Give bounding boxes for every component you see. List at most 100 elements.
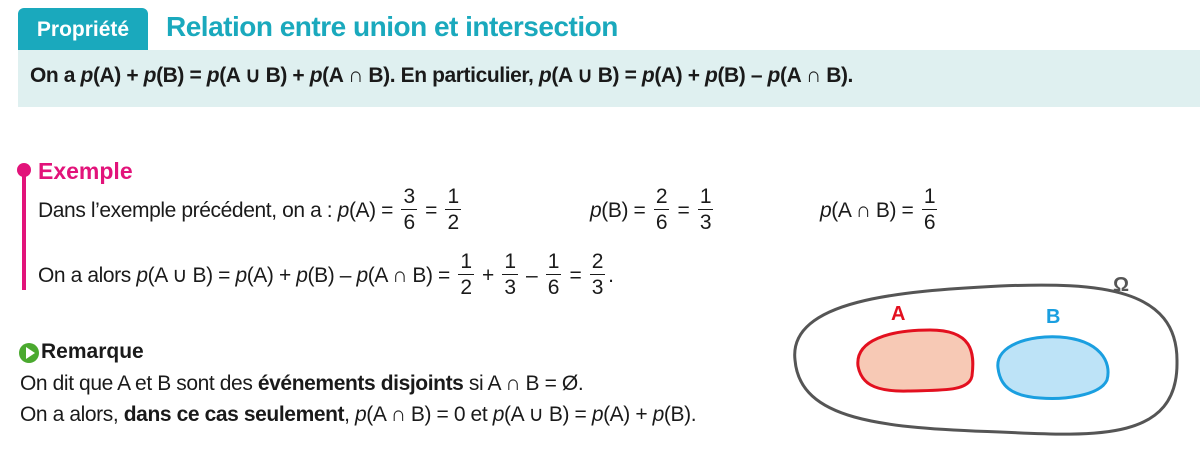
math-variable: p: [80, 63, 94, 87]
text-segment: Dans l’exemple précédent, on a :: [38, 198, 338, 222]
denominator: 2: [460, 276, 472, 299]
text-segment: (A ∩ B) = 0 et: [366, 403, 493, 426]
set-b-shape: [996, 335, 1110, 400]
text-segment: On a alors: [38, 263, 137, 287]
numerator: 1: [697, 185, 714, 210]
numerator: 2: [653, 185, 670, 210]
text-segment: (B) –: [307, 263, 357, 287]
math-variable: p: [309, 63, 323, 87]
text-segment: –: [520, 263, 543, 287]
text-segment: (A) +: [92, 63, 144, 87]
set-b-label: B: [1046, 306, 1060, 328]
text-segment: (B) –: [717, 63, 768, 87]
bold-term: dans ce cas seulement: [123, 403, 345, 426]
remark-line-2: On a alors, dans ce cas seulement, p(A ∩…: [20, 402, 697, 427]
property-statement: On a p(A) + p(B) = p(A ∪ B) + p(A ∩ B). …: [30, 63, 853, 88]
math-variable: p: [820, 198, 832, 222]
denominator: 3: [591, 276, 604, 299]
text-segment: (A ∩ B) =: [367, 263, 456, 287]
example-dot: [17, 163, 31, 177]
denominator: 3: [504, 276, 516, 299]
denominator: 6: [403, 211, 415, 234]
math-variable: p: [235, 263, 247, 287]
text-segment: (B) =: [156, 63, 207, 87]
text-segment: (B).: [663, 403, 697, 426]
numerator: 1: [458, 250, 474, 275]
text-segment: +: [476, 263, 500, 287]
text-segment: =: [419, 198, 443, 222]
math-variable: p: [641, 63, 655, 87]
denominator: 3: [699, 211, 712, 234]
text-segment: On a alors,: [20, 403, 124, 426]
text-segment: ,: [344, 403, 356, 426]
example-bar: [22, 170, 26, 290]
remark-line-1: On dit que A et B sont des événements di…: [20, 372, 584, 396]
numerator: 1: [502, 250, 518, 275]
remark-title: Remarque: [41, 340, 144, 363]
text-segment: (A) +: [246, 263, 297, 287]
text-segment: (A) +: [603, 403, 653, 426]
denominator: 6: [547, 276, 560, 299]
universe-outline: [793, 283, 1179, 436]
text-segment: On dit que A et B sont des: [20, 372, 258, 395]
math-variable: p: [337, 198, 350, 222]
property-tag: Propriété: [18, 8, 148, 50]
text-segment: (A ∪ B) +: [219, 64, 310, 87]
property-title: Relation entre union et intersection: [166, 11, 618, 42]
math-variable: p: [206, 63, 220, 87]
math-variable: p: [767, 63, 781, 87]
denominator: 6: [655, 211, 668, 234]
math-variable: p: [591, 403, 604, 426]
bold-term: événements disjoints: [257, 372, 464, 395]
math-variable: p: [355, 403, 367, 426]
numerator: 1: [921, 185, 938, 210]
example-line-1a: Dans l’exemple précédent, on a : p(A) = …: [38, 185, 464, 236]
text-segment: (A) =: [348, 198, 399, 222]
text-segment: On a: [30, 63, 81, 87]
math-variable: p: [356, 263, 368, 287]
text-segment: (A ∩ B) =: [831, 198, 919, 222]
text-segment: (A ∩ B). En particulier,: [322, 63, 539, 87]
text-segment: =: [672, 198, 695, 222]
text-segment: .: [608, 263, 614, 287]
set-a-label: A: [891, 303, 905, 325]
text-segment: (A ∪ B) =: [147, 264, 236, 287]
denominator: 6: [923, 211, 936, 234]
text-segment: si A ∩ B = Ø.: [463, 372, 584, 395]
math-variable: p: [143, 63, 157, 87]
math-variable: p: [296, 263, 308, 287]
text-segment: (A ∪ B) =: [551, 64, 642, 87]
universe-label: Ω: [1113, 274, 1129, 296]
math-variable: p: [538, 63, 552, 87]
example-line-2: On a alors p(A ∪ B) = p(A) + p(B) – p(A …: [38, 250, 614, 301]
math-variable: p: [652, 403, 665, 426]
math-variable: p: [590, 198, 602, 222]
numerator: 1: [545, 250, 562, 275]
numerator: 3: [401, 185, 417, 210]
numerator: 2: [589, 250, 606, 275]
math-variable: p: [492, 403, 505, 426]
text-segment: =: [564, 263, 587, 287]
text-segment: (A ∪ B) =: [503, 403, 592, 426]
property-box: [18, 50, 1200, 107]
text-segment: (A ∩ B).: [779, 63, 853, 87]
text-segment: (A) +: [654, 63, 705, 87]
math-variable: p: [705, 63, 718, 87]
math-variable: p: [136, 263, 148, 287]
denominator: 2: [447, 211, 459, 234]
example-title: Exemple: [38, 158, 133, 184]
set-a-shape: [856, 328, 975, 393]
play-icon: [19, 343, 39, 363]
numerator: 1: [445, 185, 461, 210]
